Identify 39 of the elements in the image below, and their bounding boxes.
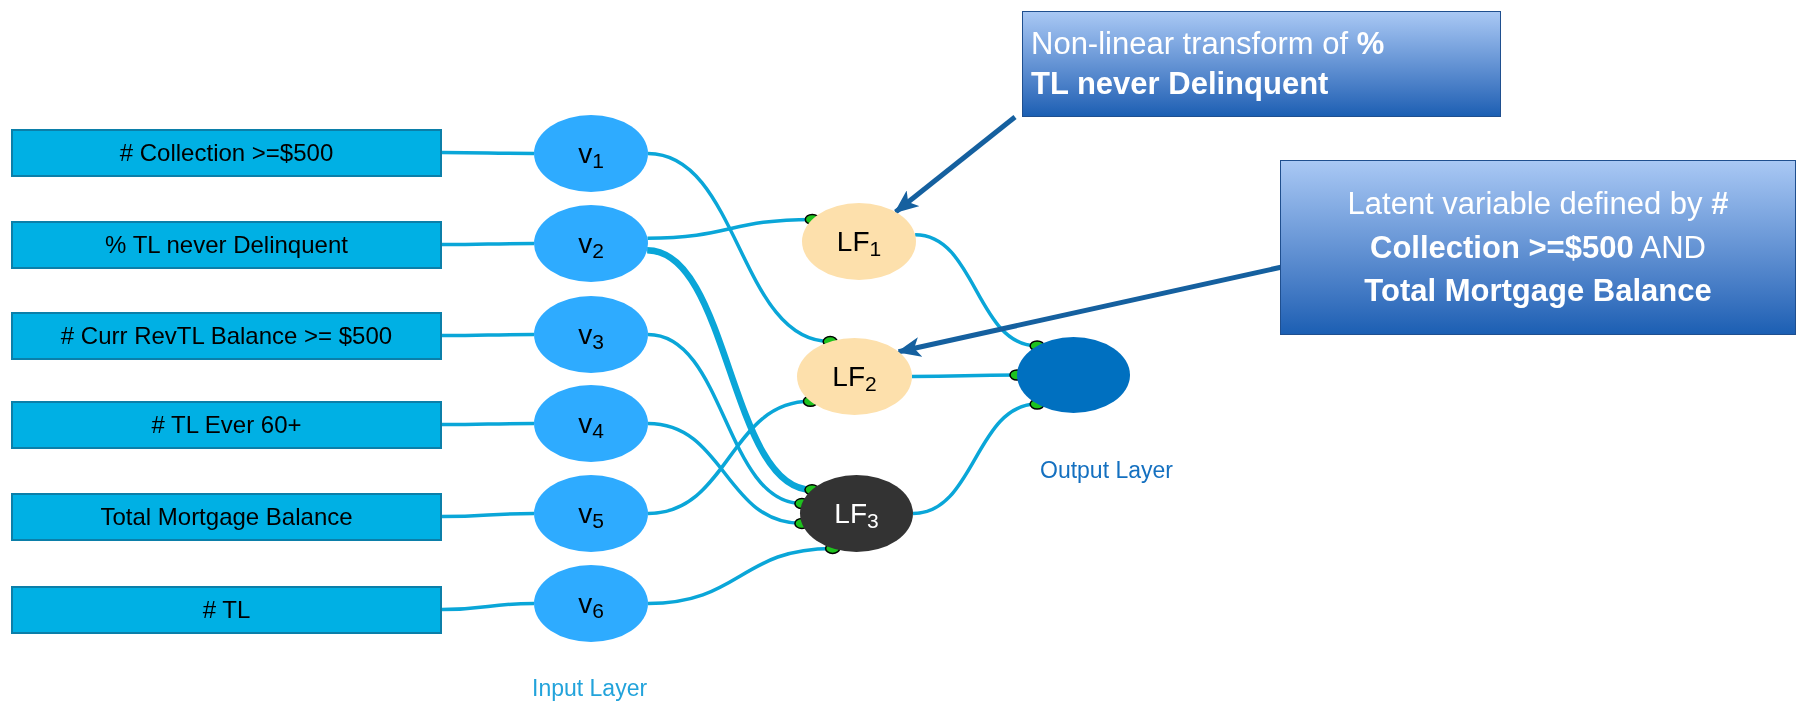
input-box (11, 585, 442, 634)
input-label: # Collection >=$500 (119, 137, 334, 168)
variable-label: v$_{5}$ (578, 496, 604, 534)
variable-label: v$_{1}$ (578, 136, 604, 174)
variable-label: v$_{2}$ (578, 226, 604, 264)
latent-factor-label: LF$_{3}$ (834, 496, 879, 534)
variable-label: v$_{4}$ (578, 406, 604, 444)
connector-line (442, 511, 534, 519)
layer-label: Output Layer (1040, 456, 1173, 485)
connector-line (442, 150, 534, 156)
callout-box (1280, 160, 1796, 335)
connector-line (442, 421, 534, 427)
connector-line (442, 332, 534, 338)
variable-label: v$_{3}$ (578, 317, 604, 355)
input-label: # Curr RevTL Balance >= $500 (60, 320, 393, 351)
input-box (11, 400, 442, 449)
variable-label: v$_{6}$ (578, 586, 604, 624)
callout-text: Non-linear transform of % TL never Delinquent (1031, 24, 1386, 103)
output-ellipse (1017, 337, 1130, 413)
connector-line (442, 241, 534, 247)
connector-line (647, 395, 819, 516)
connector-line (442, 601, 534, 612)
arrow (894, 115, 1017, 214)
callout-box (1022, 11, 1501, 117)
input-box (11, 311, 442, 360)
connector-line (914, 233, 1045, 352)
input-label: # TL Ever 60+ (151, 409, 302, 440)
connector-line (646, 247, 820, 496)
input-box (11, 220, 442, 269)
latent-factor-label: LF$_{2}$ (832, 359, 877, 397)
input-label: % TL never Delinquent (105, 229, 348, 260)
input-box (11, 128, 442, 177)
latent-factor-label: LF$_{1}$ (836, 224, 882, 262)
callout-text: Latent variable defined by # Collection >=$500 AND Total Mortgage Balance (1346, 185, 1730, 311)
input-box (11, 492, 442, 541)
input-label: # TL (202, 594, 251, 625)
connector-line (912, 398, 1045, 516)
input-label: Total Mortgage Balance (100, 501, 353, 532)
layer-label: Input Layer (532, 674, 648, 703)
